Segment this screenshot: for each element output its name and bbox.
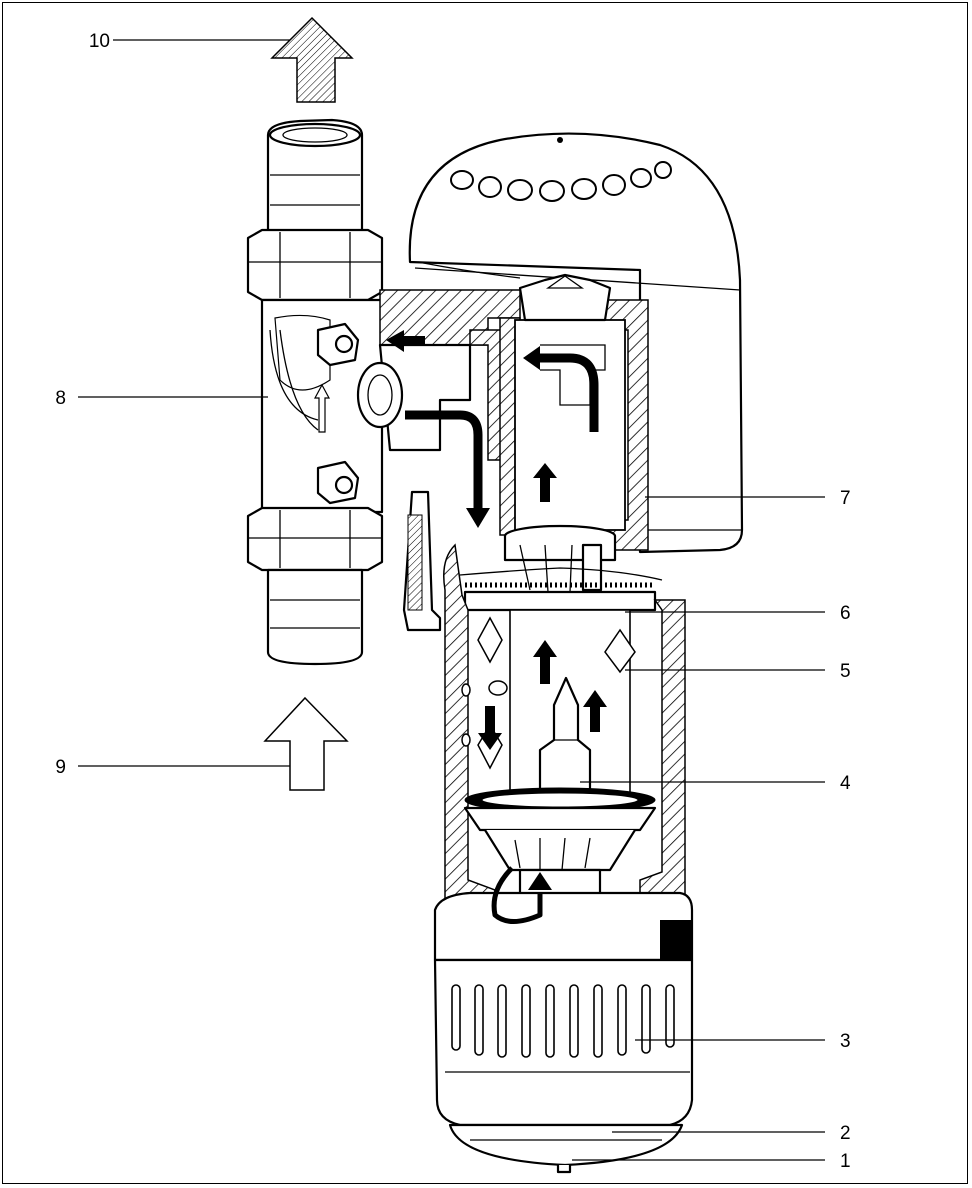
drain-plug [402, 490, 442, 632]
suction-strainer [433, 891, 694, 1174]
callout-4: 4 [840, 773, 851, 794]
impeller-ring [459, 524, 663, 612]
leader-lines [78, 39, 825, 1161]
flow-arrows [386, 330, 607, 924]
callout-labels: 10 8 7 6 5 9 4 3 2 1 [55, 31, 851, 1172]
motor-housing [408, 132, 744, 554]
callout-10: 10 [89, 31, 110, 52]
callout-2: 2 [840, 1123, 851, 1144]
callout-5: 5 [840, 661, 851, 682]
outlet-flow-arrow [270, 16, 354, 103]
callout-9: 9 [55, 757, 66, 778]
callout-8: 8 [55, 388, 66, 409]
callout-1: 1 [840, 1151, 851, 1172]
callout-7: 7 [840, 488, 851, 509]
pump-casing-upper [356, 273, 649, 551]
inlet-flow-arrow [263, 696, 349, 791]
callout-6: 6 [840, 603, 851, 624]
callout-3: 3 [840, 1031, 851, 1052]
